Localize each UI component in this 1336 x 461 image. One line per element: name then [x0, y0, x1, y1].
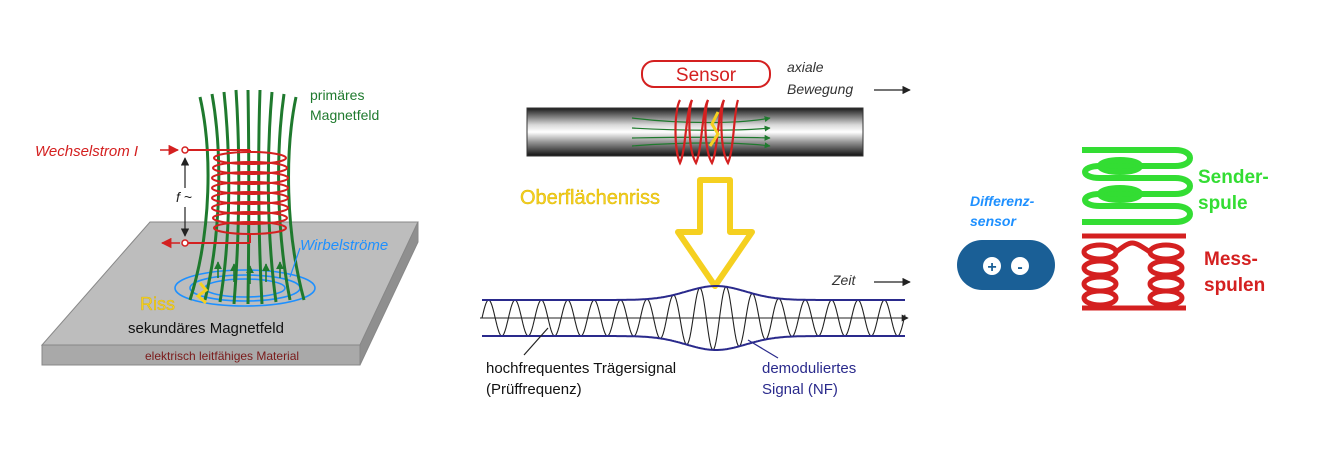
- label-axial-2: Bewegung: [787, 81, 853, 97]
- plus-symbol: +: [987, 259, 996, 276]
- rod-field-lines: [631, 116, 771, 149]
- label-diff-1: Differenz-: [970, 193, 1035, 209]
- label-secondary-field: sekundäres Magnetfeld: [128, 320, 284, 337]
- label-surface-crack: Oberflächenriss: [520, 187, 660, 209]
- label-diff-2: sensor: [970, 213, 1017, 229]
- terminal-top: [181, 146, 189, 154]
- label-crack: Riss: [140, 294, 175, 314]
- sensor-coil: [674, 99, 740, 166]
- label-time: Zeit: [831, 272, 856, 288]
- secondary-field-arrows: [214, 261, 284, 284]
- sender-coil: [1082, 147, 1193, 225]
- material-plate-side: [359, 221, 419, 366]
- label-material: elektrisch leitfähiges Material: [145, 349, 299, 363]
- measuring-coils: [1081, 233, 1186, 311]
- eddy-pointer: [289, 247, 301, 278]
- test-rod: [526, 107, 864, 157]
- sensor-box: [641, 60, 771, 88]
- label-sensor: Sensor: [676, 65, 737, 86]
- label-carrier-2: (Prüffrequenz): [486, 381, 582, 398]
- plus-symbol-bg: [983, 257, 1001, 275]
- crack-mark: [195, 282, 209, 305]
- carrier-signal: [481, 286, 906, 351]
- carrier-pointer: [523, 327, 549, 356]
- middle-panel: Sensor axiale Bewegung Oberflächenriss Z…: [480, 59, 911, 398]
- left-panel: Wechselstrom I primäres Magnetfeld f ~ W…: [35, 87, 419, 366]
- label-mess-1: Mess-: [1204, 249, 1258, 270]
- label-axial-1: axiale: [787, 59, 824, 75]
- terminal-bottom: [181, 239, 189, 247]
- label-eddy-currents: Wirbelströme: [300, 237, 388, 254]
- excitation-coil: [185, 149, 289, 244]
- label-primary-2: Magnetfeld: [310, 107, 379, 123]
- rod-crack: [708, 111, 720, 147]
- label-carrier-1: hochfrequentes Trägersignal: [486, 360, 676, 377]
- label-alternating-current: Wechselstrom I: [35, 143, 138, 160]
- big-down-arrow: [675, 177, 755, 289]
- label-frequency: f ~: [176, 189, 192, 205]
- label-demod-1: demoduliertes: [762, 360, 856, 377]
- label-mess-2: spulen: [1204, 275, 1265, 296]
- label-demod-2: Signal (NF): [762, 381, 838, 398]
- demodulated-envelope-upper: [482, 285, 905, 301]
- differential-badge: [957, 240, 1055, 290]
- minus-symbol-bg: [1011, 257, 1029, 275]
- label-sender-2: spule: [1198, 193, 1248, 214]
- label-sender-1: Sender-: [1198, 167, 1269, 188]
- label-primary-1: primäres: [310, 87, 364, 103]
- demodulated-envelope-lower: [482, 335, 905, 351]
- demod-pointer: [747, 339, 779, 359]
- minus-symbol: -: [1017, 259, 1022, 276]
- right-panel: Differenz- sensor + - Sender- spu: [957, 147, 1269, 311]
